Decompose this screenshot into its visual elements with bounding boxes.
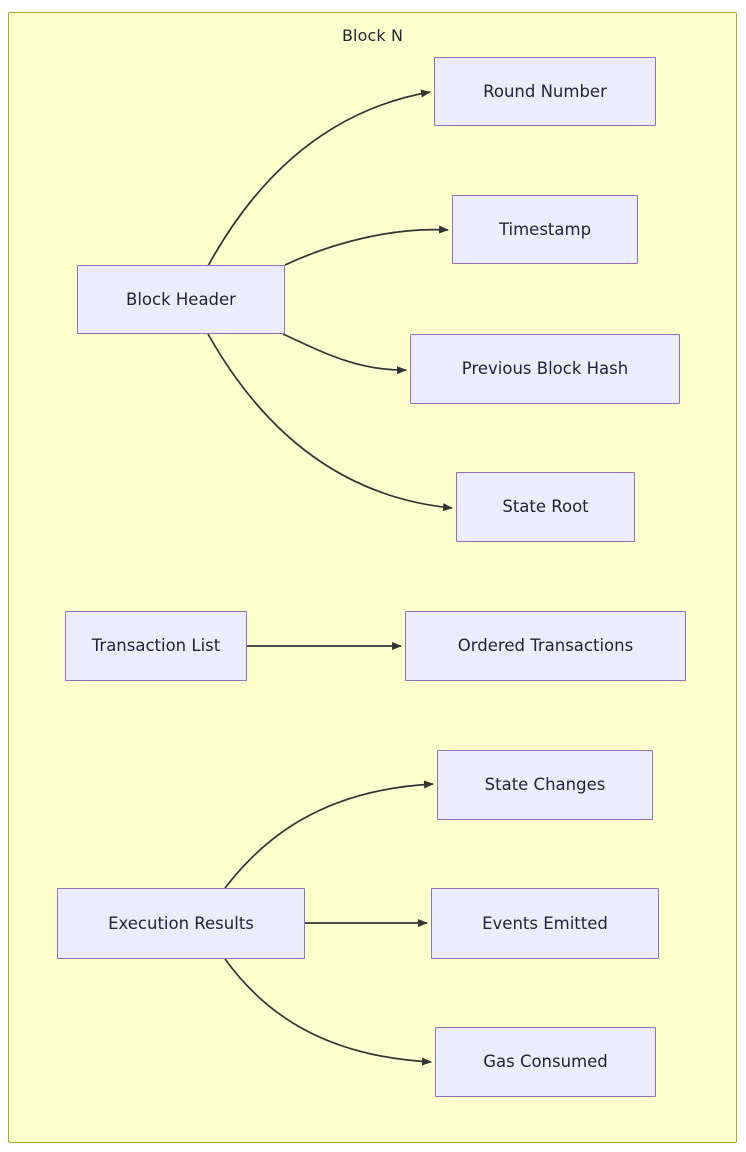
node-round-number[interactable]: Round Number xyxy=(434,57,656,126)
node-state-changes[interactable]: State Changes xyxy=(437,750,653,820)
node-label: Ordered Transactions xyxy=(457,636,634,655)
node-label: State Root xyxy=(502,497,589,516)
subgraph-block-n: Block N xyxy=(8,12,737,1143)
node-label: Block Header xyxy=(126,289,236,309)
node-label: Previous Block Hash xyxy=(461,359,629,378)
node-state-root[interactable]: State Root xyxy=(456,472,635,542)
node-label: Transaction List xyxy=(91,636,221,655)
node-execution-results[interactable]: Execution Results xyxy=(57,888,305,959)
node-label: Execution Results xyxy=(108,913,254,933)
node-label: Gas Consumed xyxy=(483,1052,608,1071)
node-label: Round Number xyxy=(483,81,607,101)
node-label: Events Emitted xyxy=(482,913,608,933)
node-block-header[interactable]: Block Header xyxy=(77,265,285,334)
node-label: State Changes xyxy=(484,775,606,794)
node-timestamp[interactable]: Timestamp xyxy=(452,195,638,264)
node-ordered-transactions[interactable]: Ordered Transactions xyxy=(405,611,686,681)
node-transaction-list[interactable]: Transaction List xyxy=(65,611,247,681)
node-label: Timestamp xyxy=(498,219,592,239)
node-previous-block-hash[interactable]: Previous Block Hash xyxy=(410,334,680,404)
subgraph-title: Block N xyxy=(341,26,404,45)
node-gas-consumed[interactable]: Gas Consumed xyxy=(435,1027,656,1097)
node-events-emitted[interactable]: Events Emitted xyxy=(431,888,659,959)
